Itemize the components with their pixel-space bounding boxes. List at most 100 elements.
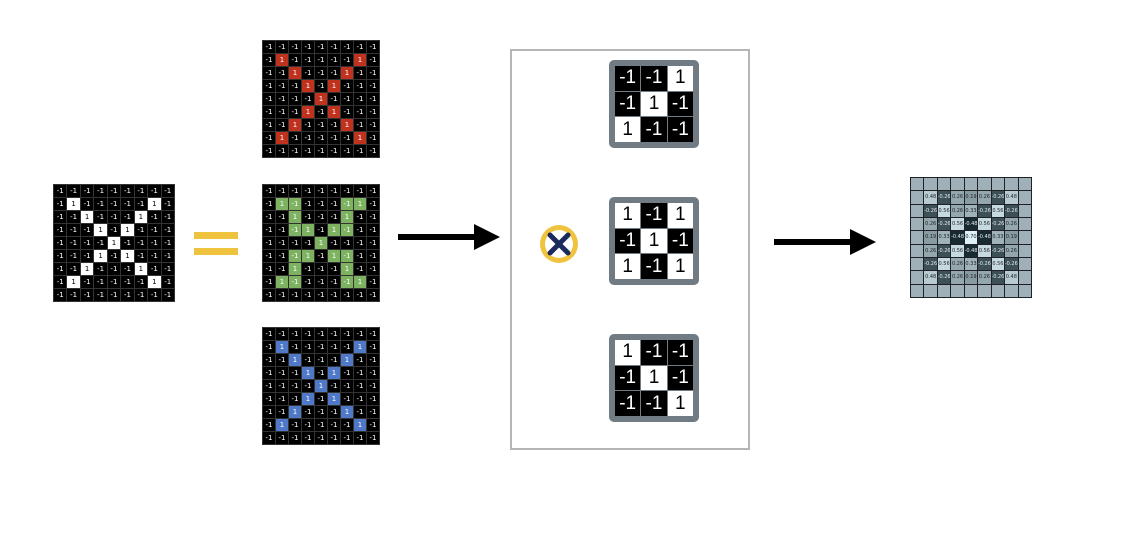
output-cell: -0.26 [924, 204, 937, 217]
output-cell: 0.19 [964, 191, 978, 204]
highlight-cell: -1 [263, 106, 275, 118]
output-cell [911, 178, 924, 191]
filter-cell: 1 [615, 203, 641, 228]
highlight-cell: -1 [302, 380, 314, 392]
input-cell: -1 [161, 185, 174, 197]
highlight-cell: -1 [302, 93, 314, 105]
highlight-cell: -1 [289, 393, 301, 405]
highlight-cell: -1 [354, 354, 366, 366]
highlight-cell: -1 [341, 328, 353, 340]
highlight-cell: -1 [263, 132, 275, 144]
highlight-cell: -1 [367, 185, 379, 197]
highlight-cell: -1 [367, 380, 379, 392]
highlight-cell: 1 [341, 211, 353, 223]
highlight-cell: 1 [328, 250, 340, 262]
highlight-cell: -1 [328, 263, 340, 275]
multiply-icon [540, 225, 578, 263]
filter-cell: 1 [667, 66, 693, 91]
input-cell: 1 [67, 198, 80, 210]
highlight-cell: 1 [289, 354, 301, 366]
input-cell: 1 [94, 224, 107, 236]
output-cell: 0.19 [924, 231, 937, 244]
highlight-cell: -1 [289, 93, 301, 105]
highlight-cell: -1 [276, 80, 288, 92]
output-cell: 0.48 [924, 191, 937, 204]
highlight-cell: -1 [341, 185, 353, 197]
highlight-cell: -1 [289, 106, 301, 118]
input-cell: -1 [121, 263, 134, 275]
filter-cell: 1 [615, 254, 641, 279]
highlight-cell: -1 [263, 328, 275, 340]
highlight-cell: -1 [328, 237, 340, 249]
highlight-cell: -1 [302, 406, 314, 418]
highlight-cell: -1 [263, 198, 275, 210]
input-cell: -1 [121, 276, 134, 288]
highlight-cell: -1 [276, 380, 288, 392]
highlight-cell: -1 [302, 354, 314, 366]
input-cell: -1 [121, 289, 134, 301]
highlight-cell: -1 [263, 406, 275, 418]
output-cell [978, 284, 991, 297]
output-cell: 0.19 [1005, 231, 1018, 244]
highlight-cell: 1 [341, 263, 353, 275]
highlight-cell: -1 [367, 237, 379, 249]
output-cell [924, 284, 937, 297]
highlight-cell: -1 [276, 354, 288, 366]
output-cell: 0.26 [924, 217, 937, 231]
output-cell: -0.26 [937, 191, 951, 204]
highlight-cell: -1 [289, 185, 301, 197]
output-cell: 0.26 [1005, 244, 1018, 257]
input-cell: -1 [121, 185, 134, 197]
input-cell: -1 [54, 224, 67, 236]
input-cell: -1 [107, 198, 121, 210]
input-cell: -1 [54, 289, 67, 301]
output-cell [1018, 284, 1031, 297]
highlight-cell: -1 [354, 67, 366, 79]
highlight-cell: -1 [354, 237, 366, 249]
input-cell: -1 [80, 237, 94, 249]
arrow-right-icon [398, 224, 500, 250]
input-cell: -1 [121, 198, 134, 210]
highlight-cell: -1 [289, 237, 301, 249]
input-cell: -1 [134, 237, 148, 249]
highlight-cell: -1 [367, 393, 379, 405]
highlight-cell: -1 [276, 393, 288, 405]
output-cell [964, 284, 978, 297]
highlight-cell: -1 [302, 419, 314, 431]
filter-cell: -1 [667, 365, 693, 391]
output-cell: -0.26 [937, 271, 951, 284]
output-cell [1005, 284, 1018, 297]
highlight-cell: -1 [263, 67, 275, 79]
output-cell: 0.56 [937, 204, 951, 217]
filter-cell: -1 [615, 365, 641, 391]
highlight-cell: -1 [315, 328, 327, 340]
highlight-cell: -1 [276, 432, 288, 444]
highlight-cell: -1 [354, 263, 366, 275]
highlight-cell: -1 [341, 93, 353, 105]
highlight-cell: 1 [328, 224, 340, 236]
output-cell [1018, 217, 1031, 231]
input-cell: -1 [107, 289, 121, 301]
highlight-cell: -1 [354, 93, 366, 105]
highlight-cell: -1 [367, 41, 379, 53]
input-cell: 1 [121, 224, 134, 236]
filter-cell: -1 [615, 391, 641, 416]
input-cell: -1 [94, 263, 107, 275]
input-cell: -1 [134, 224, 148, 236]
highlight-cell: 1 [341, 119, 353, 131]
highlight-cell: -1 [341, 237, 353, 249]
highlight-cell: -1 [263, 41, 275, 53]
filter-cell: 1 [641, 365, 667, 391]
highlight-cell: -1 [367, 224, 379, 236]
filter-cell: 1 [667, 203, 693, 228]
filter-cell: 1 [667, 254, 693, 279]
highlight-cell: -1 [354, 211, 366, 223]
highlight-cell: -1 [315, 145, 327, 157]
input-cell: -1 [161, 198, 174, 210]
highlight-cell: -1 [367, 341, 379, 353]
filter-cell: -1 [667, 91, 693, 117]
highlight-cell: 1 [276, 419, 288, 431]
input-cell: -1 [107, 263, 121, 275]
